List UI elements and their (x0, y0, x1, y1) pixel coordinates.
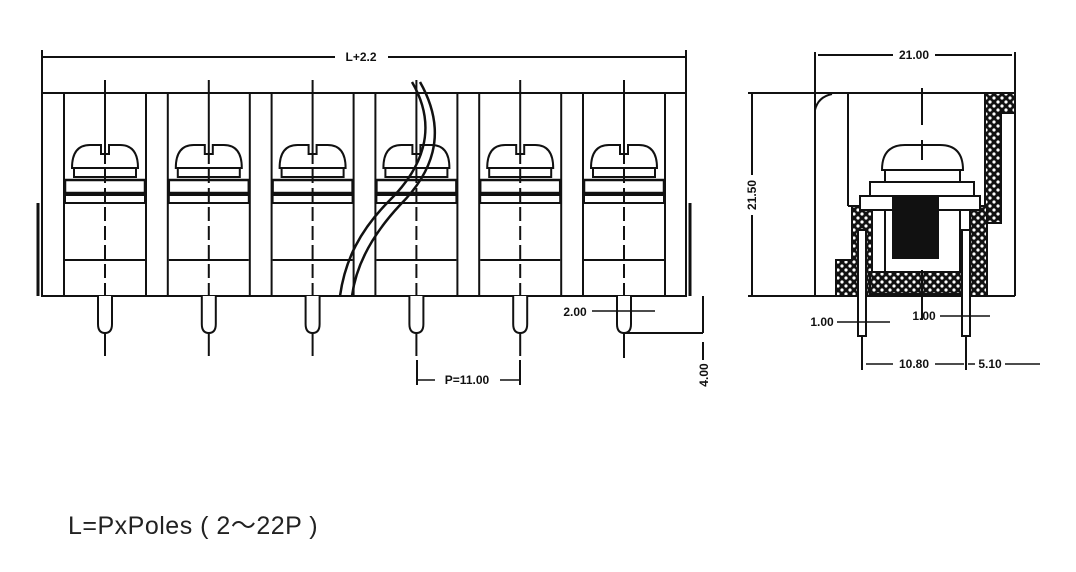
side-pins (857, 229, 971, 370)
pole-cell (270, 80, 355, 356)
height-label: 21.50 (745, 180, 759, 210)
width-label: 21.00 (899, 48, 929, 62)
wire (338, 81, 436, 297)
pin (97, 296, 113, 335)
pin-spacing-label: 10.80 (899, 357, 929, 371)
length-formula: L=PxPoles ( 2～22P ) (68, 512, 319, 540)
side-view: 21.00 21.50 (745, 48, 1040, 371)
pin-dimensions: 1.00 1.00 10.80 5.10 (810, 309, 1040, 371)
pin (512, 296, 529, 335)
edge-offset-label: 5.10 (978, 357, 1002, 371)
pin (304, 296, 321, 335)
pin-left-label: 1.00 (810, 315, 834, 329)
pin (408, 296, 425, 335)
pitch-dimension: P=11.00 (416, 360, 521, 387)
pin-length-label: 4.00 (697, 363, 711, 387)
pole-cell (166, 80, 251, 356)
pin-width-dimension: 2.00 4.00 (563, 296, 711, 387)
length-dimension: L+2.2 (41, 50, 687, 160)
length-label: L+2.2 (345, 50, 376, 64)
pole-cell (478, 80, 563, 356)
front-view: L+2.2 2.00 4.00 P=11.00 (36, 50, 711, 387)
pole-cell (63, 80, 147, 356)
pin-mid-label: 1.00 (912, 309, 936, 323)
pin (200, 296, 217, 335)
screw-side (859, 88, 981, 320)
pole-cell (582, 80, 666, 356)
height-dimension: 21.50 (745, 92, 1015, 297)
pin-width-label: 2.00 (563, 305, 587, 319)
pin (616, 296, 632, 335)
pitch-label: P=11.00 (445, 373, 490, 387)
housing-outline (41, 92, 687, 297)
